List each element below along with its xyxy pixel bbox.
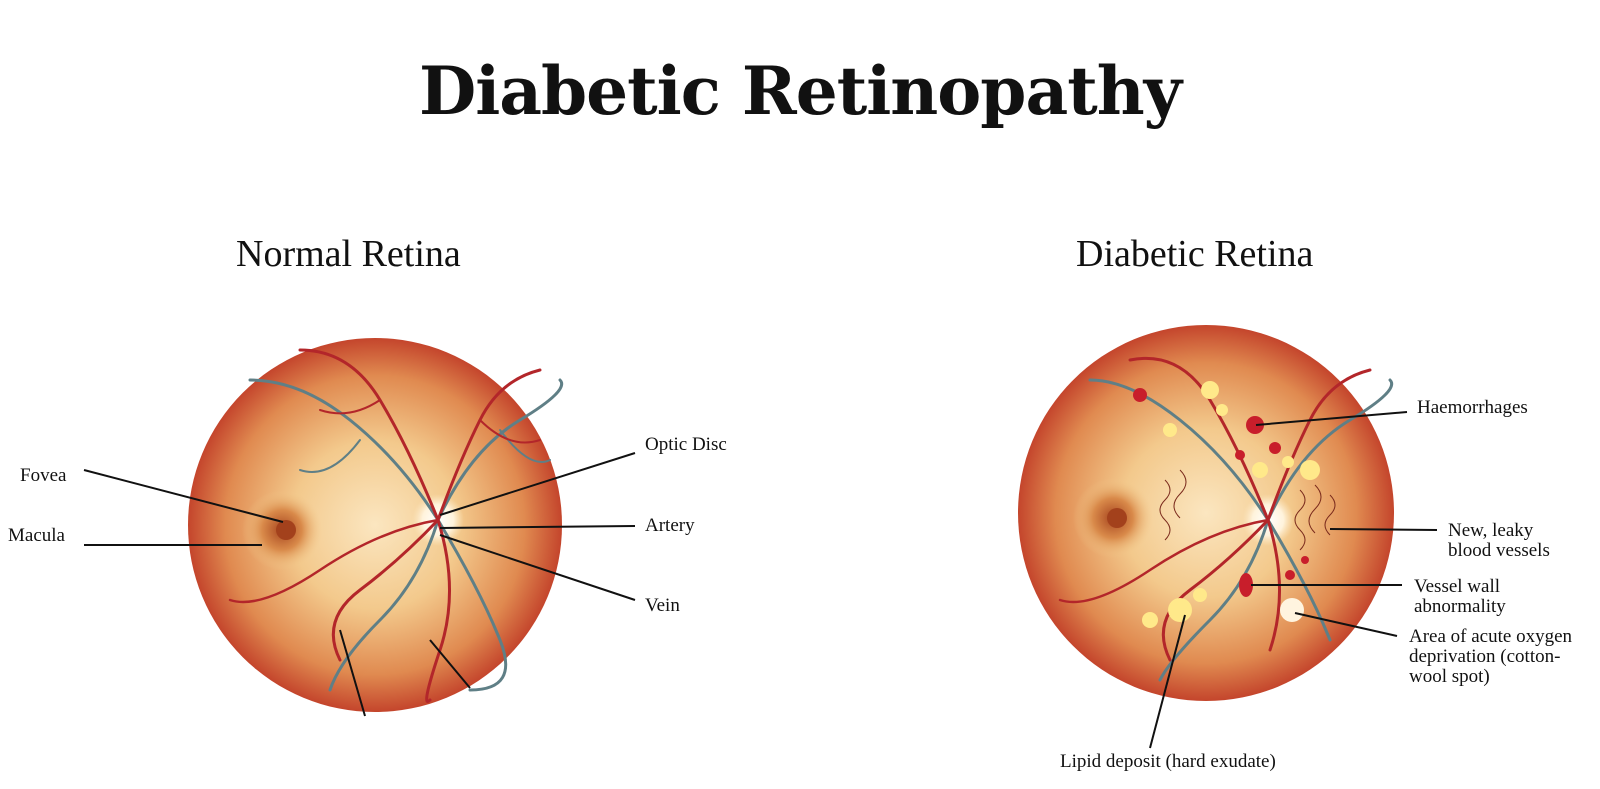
diabetic-fovea-spot: [1107, 508, 1127, 528]
vein-leader: [439, 534, 636, 601]
diabetic-retina: [1018, 325, 1438, 749]
haemorrhage-spots: [1133, 388, 1309, 597]
haemorrhages-leader: [1255, 411, 1408, 426]
cotton-wool-leader: [1294, 612, 1398, 637]
cotton-wool-label: Area of acute oxygen deprivation (cotton…: [1409, 626, 1573, 687]
hard-exudates: [1142, 381, 1320, 628]
normal-fovea-spot: [276, 520, 296, 540]
new-leaky-vessels: [1159, 469, 1336, 551]
new-vessels-leader: [1329, 528, 1438, 531]
normal-arteries: [228, 348, 542, 703]
lipid-leader: [1149, 614, 1186, 749]
fovea-label: Fovea: [20, 465, 67, 486]
haemorrhages-label: Haemorrhages: [1417, 397, 1528, 418]
diabetic-retina-heading: Diabetic Retina: [1076, 233, 1314, 275]
artery-branch-leader: [339, 629, 366, 717]
artery-label: Artery: [645, 515, 695, 536]
vein-label: Vein: [645, 595, 680, 616]
artery-leader: [439, 525, 636, 529]
lipid-deposit-label: Lipid deposit (hard exudate): [1060, 751, 1276, 772]
diabetic-veins: [1088, 378, 1393, 682]
normal-retina-disc: [188, 338, 562, 712]
normal-retina-heading: Normal Retina: [236, 233, 461, 275]
cotton-wool-spot: [1280, 598, 1304, 622]
optic-disc-leader: [439, 452, 636, 516]
fovea-leader: [83, 469, 284, 523]
normal-retina: [83, 338, 636, 717]
vessel-wall-label: Vessel wall abnormality: [1414, 576, 1506, 617]
vein-branch-leader: [429, 639, 471, 689]
normal-veins: [248, 378, 563, 692]
optic-disc-label: Optic Disc: [645, 434, 727, 455]
new-vessels-label: New, leaky blood vessels: [1448, 520, 1550, 561]
normal-leader-lines: [83, 452, 636, 717]
page-title: Diabetic Retinopathy: [418, 52, 1182, 130]
diabetic-leader-lines: [1149, 411, 1438, 749]
macula-label: Macula: [8, 525, 65, 546]
